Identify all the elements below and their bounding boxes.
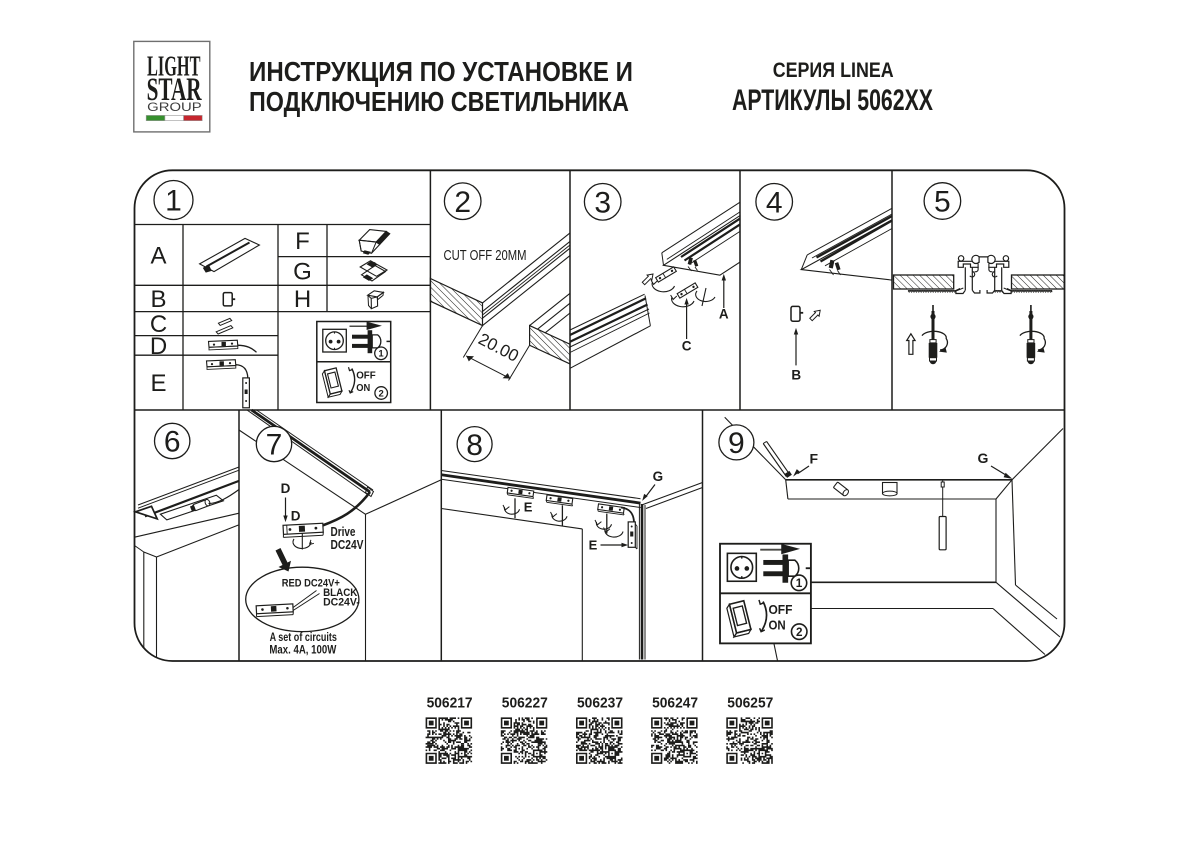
svg-text:C: C: [150, 311, 167, 338]
svg-text:9: 9: [728, 427, 745, 460]
svg-text:АРТИКУЛЫ 5062XX: АРТИКУЛЫ 5062XX: [732, 84, 933, 117]
svg-text:C: C: [682, 339, 692, 354]
svg-text:B: B: [150, 286, 166, 313]
svg-text:OFF: OFF: [356, 370, 376, 382]
svg-text:A: A: [150, 243, 166, 270]
svg-text:STAR: STAR: [147, 72, 203, 108]
svg-text:LIGHT: LIGHT: [147, 51, 201, 82]
svg-text:G: G: [653, 469, 664, 484]
svg-text:A: A: [719, 307, 729, 322]
svg-text:2: 2: [454, 186, 471, 219]
svg-text:506237: 506237: [577, 696, 623, 712]
svg-text:RED DC24V+: RED DC24V+: [282, 578, 340, 590]
svg-text:BLACK: BLACK: [323, 587, 357, 599]
svg-text:A set of circuits: A set of circuits: [270, 630, 337, 644]
svg-text:H: H: [294, 286, 311, 313]
svg-text:7: 7: [266, 429, 283, 462]
svg-text:506247: 506247: [652, 696, 698, 712]
svg-text:DC24V: DC24V: [331, 537, 364, 552]
svg-text:D: D: [291, 508, 301, 523]
svg-text:CUT OFF 20MM: CUT OFF 20MM: [444, 247, 527, 264]
svg-text:E: E: [150, 370, 166, 397]
svg-text:D: D: [150, 333, 167, 360]
svg-text:5: 5: [934, 186, 951, 219]
svg-text:1: 1: [165, 185, 182, 218]
svg-text:ПОДКЛЮЧЕНИЮ СВЕТИЛЬНИКА: ПОДКЛЮЧЕНИЮ СВЕТИЛЬНИКА: [249, 86, 629, 117]
svg-text:СЕРИЯ LINEA: СЕРИЯ LINEA: [773, 58, 894, 82]
svg-text:3: 3: [594, 186, 611, 219]
svg-text:506227: 506227: [502, 696, 548, 712]
svg-text:506257: 506257: [727, 696, 773, 712]
svg-text:1: 1: [378, 349, 384, 360]
svg-text:G: G: [978, 450, 989, 466]
svg-text:Drive: Drive: [331, 524, 356, 539]
svg-text:F: F: [295, 228, 310, 255]
svg-text:DC24V-: DC24V-: [323, 596, 360, 608]
svg-text:8: 8: [466, 429, 483, 462]
svg-text:6: 6: [164, 426, 181, 459]
svg-text:F: F: [810, 451, 819, 467]
svg-text:B: B: [791, 368, 801, 383]
svg-text:GROUP: GROUP: [147, 102, 202, 114]
svg-text:E: E: [524, 500, 533, 515]
svg-text:G: G: [293, 259, 312, 286]
svg-text:ON: ON: [356, 382, 370, 394]
svg-text:E: E: [589, 538, 598, 553]
svg-text:Max. 4A, 100W: Max. 4A, 100W: [269, 643, 336, 657]
svg-text:2: 2: [379, 388, 384, 399]
svg-text:D: D: [281, 481, 291, 496]
svg-text:ИНСТРУКЦИЯ ПО УСТАНОВКЕ И: ИНСТРУКЦИЯ ПО УСТАНОВКЕ И: [249, 56, 633, 87]
svg-text:506217: 506217: [427, 696, 473, 712]
svg-text:4: 4: [766, 186, 783, 219]
